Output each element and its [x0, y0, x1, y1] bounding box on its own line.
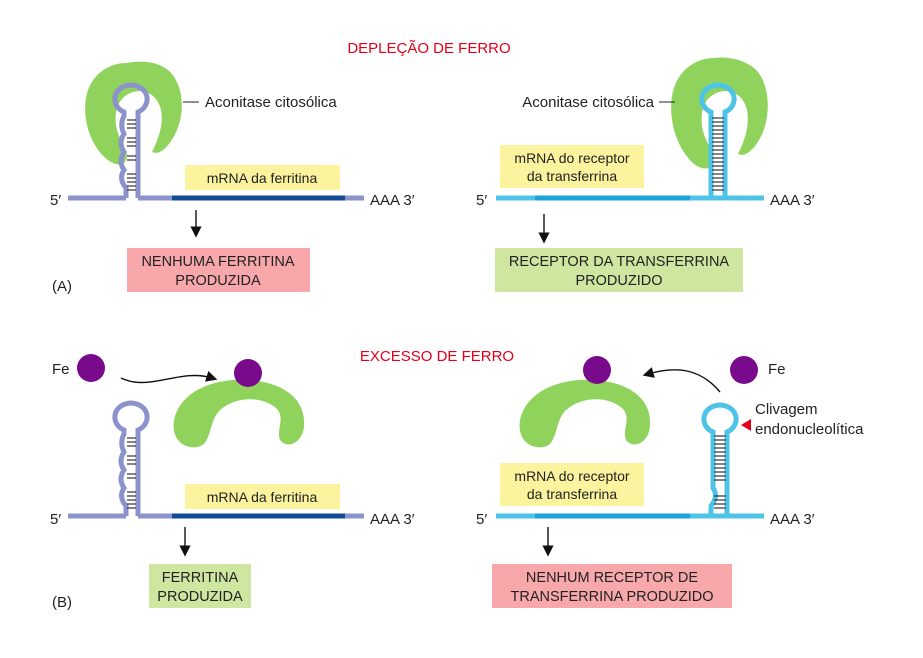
stem-base-pairs — [714, 435, 726, 509]
transferrin-stem-loop — [701, 402, 739, 516]
outcome-line-1: NENHUM RECEPTOR DE — [526, 570, 698, 586]
iron-label: Fe — [52, 361, 70, 378]
outcome-box — [492, 564, 732, 608]
iron-atom — [730, 356, 758, 384]
mrna-label-line-1: mRNA do receptor — [514, 468, 629, 484]
three-prime-label: AAA 3′ — [370, 192, 415, 209]
aconitase-label: Aconitase citosólica — [205, 94, 337, 111]
three-prime-label: AAA 3′ — [370, 511, 415, 528]
cleavage-label-line-2: endonucleolítica — [755, 421, 864, 438]
three-prime-label: AAA 3′ — [770, 511, 815, 528]
aconitase-label: Aconitase citosólica — [522, 94, 654, 111]
outcome-line-2: PRODUZIDA — [157, 589, 243, 605]
excess-transferrin-construct: Fe Clivagem endonucleolítica mRNA do rec… — [476, 356, 864, 608]
mrna-label: mRNA da ferritina — [207, 489, 318, 505]
depletion-title: DEPLEÇÃO DE FERRO — [347, 40, 510, 57]
mrna-label-line-1: mRNA do receptor — [514, 150, 629, 166]
three-prime-label: AAA 3′ — [770, 192, 815, 209]
excess-ferritin-construct: Fe mRNA da ferritina 5′ AAA 3′ FERRITINA… — [50, 354, 415, 608]
depletion-ferritin-construct: Aconitase citosólica mRNA da ferritina 5… — [50, 61, 415, 292]
five-prime-label: 5′ — [476, 192, 487, 209]
aconitase-protein — [85, 61, 182, 165]
panel-b-tag: (B) — [52, 594, 72, 611]
aconitase-released — [519, 379, 651, 448]
aconitase-protein — [671, 57, 768, 169]
outcome-line-2: PRODUZIDO — [576, 273, 663, 289]
stem-base-pairs — [127, 119, 136, 191]
mrna-label-box — [185, 484, 340, 509]
aconitase-released — [173, 379, 305, 448]
iron-binding-arrow — [642, 367, 721, 393]
cleavage-label-line-1: Clivagem — [755, 401, 818, 418]
cleavage-marker-icon — [741, 419, 751, 431]
iron-atom — [77, 354, 105, 382]
mrna-label-box — [500, 145, 644, 188]
mrna-label-line-2: da transferrina — [527, 486, 617, 502]
iron-label: Fe — [768, 361, 786, 378]
outcome-line-2: TRANSFERRINA PRODUZIDO — [510, 589, 713, 605]
mrna-label-box — [500, 463, 644, 506]
five-prime-label: 5′ — [50, 192, 61, 209]
ferritin-stem-loop — [112, 400, 150, 516]
iron-atom-bound — [583, 356, 611, 384]
ferritin-stem-loop — [112, 82, 150, 198]
excess-title: EXCESSO DE FERRO — [360, 348, 514, 365]
outcome-line-1: RECEPTOR DA TRANSFERRINA — [509, 254, 730, 270]
outcome-box — [495, 248, 743, 292]
outcome-box — [127, 248, 310, 292]
transferrin-stem-loop — [699, 82, 737, 198]
iron-atom-bound — [234, 359, 262, 387]
five-prime-label: 5′ — [50, 511, 61, 528]
mrna-label: mRNA da ferritina — [207, 170, 318, 186]
panel-a-tag: (A) — [52, 278, 72, 295]
iron-binding-arrow — [120, 370, 218, 384]
mrna-label-box — [185, 165, 340, 190]
stem-base-pairs — [712, 117, 724, 191]
five-prime-label: 5′ — [476, 511, 487, 528]
outcome-line-2: PRODUZIDA — [175, 273, 261, 289]
mrna-label-line-2: da transferrina — [527, 168, 617, 184]
outcome-line-1: FERRITINA — [162, 570, 239, 586]
outcome-line-1: NENHUMA FERRITINA — [141, 254, 294, 270]
depletion-transferrin-construct: Aconitase citosólica mRNA do receptor da… — [476, 57, 815, 292]
stem-base-pairs — [127, 437, 136, 509]
outcome-box — [149, 564, 251, 608]
